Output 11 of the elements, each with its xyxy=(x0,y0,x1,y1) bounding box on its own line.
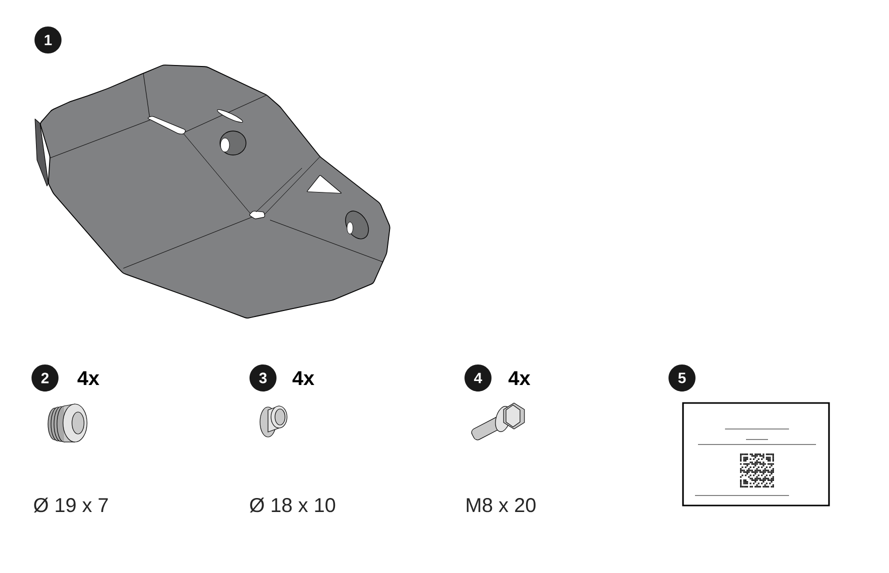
callout-number: 4 xyxy=(464,364,492,392)
size-label: Ø 18 x 10 xyxy=(250,498,336,512)
quantity-label: 4x xyxy=(508,371,530,385)
callout-number: 3 xyxy=(250,364,276,392)
callout-number: 2 xyxy=(32,364,58,392)
callout-number: 1 xyxy=(34,26,62,54)
quantity-label: 4x xyxy=(78,371,100,385)
size-label: Ø 19 x 7 xyxy=(34,498,108,512)
quantity-label: 4x xyxy=(292,371,314,385)
callout-number: 5 xyxy=(668,364,696,392)
size-label: M8 x 20 xyxy=(466,498,536,512)
